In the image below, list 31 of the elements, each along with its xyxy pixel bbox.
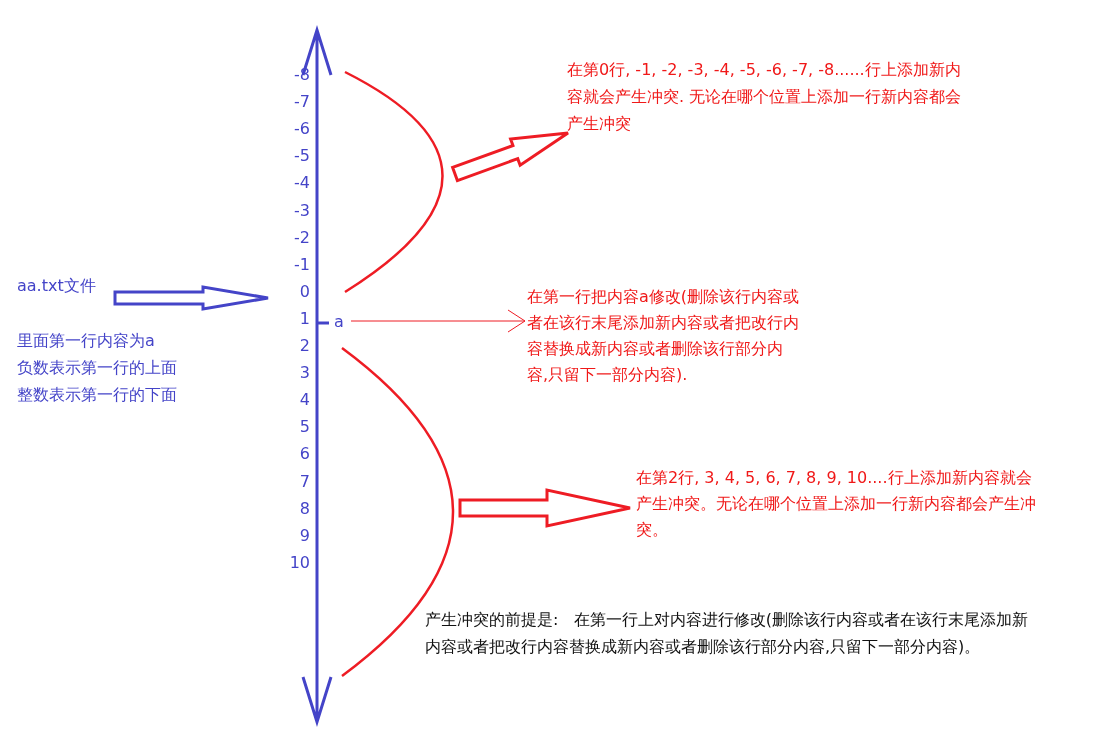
axis-number: -4	[293, 172, 310, 195]
axis-number: -6	[293, 118, 310, 141]
note-text: 里面第一行内容为a	[17, 330, 156, 352]
axis-number: -1	[293, 253, 310, 276]
note-text: 在第2行, 3, 4, 5, 6, 7, 8, 9, 10....行上添加新内容就会产生冲突。无论在哪个位置上添加一行新内容都会产生冲突。	[636, 465, 1036, 543]
content-label: a	[334, 308, 348, 335]
note-text: 产生冲突的前提是: 在第一行上对内容进行修改(删除该行内容或者在该行末尾添加新内容或者把改行内容替换成新内容或者删除该行部分内容,只留下一部分内容)。	[425, 609, 1029, 658]
axis-number: 5	[298, 416, 310, 439]
block-arrow	[113, 285, 270, 311]
axis-number: 4	[298, 389, 310, 412]
axis-number: 8	[298, 497, 310, 520]
axis-number: 3	[298, 362, 310, 385]
block-arrow	[450, 131, 570, 183]
note-text: 在第一行把内容a修改(删除该行内容或者在该行末尾添加新内容或者把改行内容替换成新内容或者删除该行部分内容,只留下一部分内容).	[527, 284, 802, 388]
axis-number: 9	[298, 524, 310, 547]
axis-number: 1	[298, 307, 310, 330]
file-label: aa.txt文件	[17, 272, 107, 299]
block-arrow	[458, 488, 632, 528]
axis-number: 2	[298, 335, 310, 357]
note-text: 整数表示第一行的下面	[17, 384, 178, 406]
axis-number: -5	[293, 145, 310, 168]
axis-number: -7	[293, 91, 310, 114]
axis-number: 6	[298, 443, 310, 466]
axis-number: 10	[288, 551, 310, 574]
axis-number: -3	[293, 199, 310, 222]
axis-number: -2	[293, 226, 310, 249]
arrow	[350, 309, 526, 333]
axis-number: 0	[298, 280, 310, 303]
note-text: 在第0行, -1, -2, -3, -4, -5, -6, -7, -8......行上添加新内容就会产生冲突. 无论在哪个位置上添加一行新内容都会产生冲突	[567, 56, 962, 137]
axis-number: 7	[298, 470, 310, 493]
note-text: 负数表示第一行的上面	[17, 357, 178, 379]
